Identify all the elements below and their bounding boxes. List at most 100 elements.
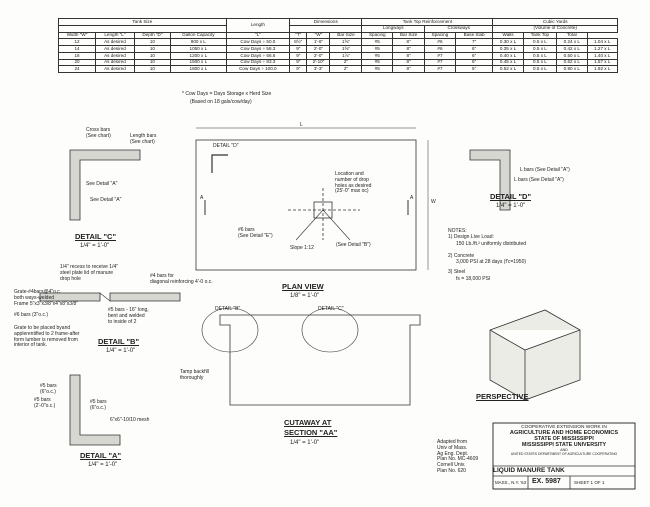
table-cell: #6 [424,45,456,53]
table-cell: 6" [454,58,494,67]
table-cell: 9" [289,65,308,74]
table-cell: 6" [454,45,494,53]
table-header: Spacing [424,31,456,40]
table-cell: #5 [361,58,394,67]
table-cell: 1⅝" [329,45,363,53]
detail-a-backfill: Tamp backfill thoroughly [180,369,209,381]
table-cell: 0.52 x L [492,65,524,74]
table-group-tank-size: Tank Size [58,18,227,26]
table-cell: #6 [424,38,456,47]
table-header: Tank Top [522,31,558,40]
plan-tank-outline [195,139,417,271]
table-cell: 0.5 x L [522,65,558,74]
table-cell: 1'-6" [306,38,331,47]
table-cell: As desired [95,51,135,60]
tank-size-table: Tank Size Length Dimensions Tank Top Rei… [57,18,618,74]
table-cell: 0.40 x L [492,51,524,60]
table-cell: 0.45 x L [492,58,524,67]
table-cell: 3'-3" [306,65,331,74]
table-cell: 2'-0" [306,51,331,60]
table-cell: Cow Days ÷ 50.0 [225,38,291,47]
detail-d-label-2: L bars (See Detail "A") [514,177,564,183]
table-cell: 0.35 x L [492,45,524,53]
table-header: Depth "D" [133,31,172,40]
table-header: Bar Size [392,31,426,40]
detail-b-scale: 1/4" = 1'-0" [106,348,136,354]
table-cell: 1200 x L [170,51,227,60]
table-cell: 20 [57,58,97,67]
detail-c-label-a1: See Detail "A" [86,181,118,187]
detail-a-scale: 1/4" = 1'-0" [88,462,118,468]
table-cell: 9" [289,58,308,67]
detail-a-title: DETAIL "A" [80,451,122,460]
note-cow-days: * Cow Days = Days Storage x Herd Size [182,91,272,97]
detail-c-labels-2: Length bars (See chart) [130,133,157,145]
table-header: "T" [289,31,308,40]
table-cell: 24 [57,65,97,74]
plan-dim-l: L [300,122,303,128]
table-cell: 0.24 x L [556,38,588,47]
table-cell: 1.04 x L [586,38,618,47]
table-cell: 7" [454,38,494,47]
cutaway-detail-c-ref: DETAIL "C" [318,306,344,312]
detail-a-bars-2: #5 bars (2'-0"o.c.) [34,397,56,409]
detail-c-title: DETAIL "C" [75,232,117,241]
plan-dim-w: W [431,199,436,205]
detail-d-label-1: L bars (See Detail "A") [520,167,570,173]
table-cell: 1500 x L [170,58,227,67]
table-cell: #7 [424,65,456,74]
detail-d-section [469,149,511,211]
table-cell: 2'-10" [306,58,331,67]
plan-view-scale: 1/8" = 1'-0" [290,293,320,299]
detail-d-title: DETAIL "D" [490,192,532,201]
table-cell: 0.5 x L [522,58,558,67]
title-block-sheet: SHEET 1 OF 1 [574,480,605,485]
detail-b-frame-note: Frame 5"x3"x3/8"x4"x8"x3/8" [14,301,79,307]
table-cell: 2'-0" [306,45,331,53]
title-block-revised: MASS., N.Y. '63 [495,480,527,485]
table-group-reinforcement: Tank Top Reinforcement [361,18,494,26]
title-block-frame [492,422,636,490]
table-cell: 14 [57,45,97,53]
table-cell: As desired [95,38,135,47]
table-cell: #5 [361,65,394,74]
detail-b-bars-note: #6 bars (3"o.c.) [14,312,49,318]
table-cell: 1050 x L [170,45,227,53]
plan-bars-label: #6 bars (See Detail "E") [238,227,273,239]
table-cell: 8" [392,65,426,74]
perspective-tank [489,309,581,401]
table-header: Gallon Capacity [170,31,227,40]
detail-c-label-a2: See Detail "A" [90,197,122,203]
table-header: Spacing [361,31,394,40]
plan-hole-note: Location and number of drop holes as des… [335,171,372,195]
table-cell: 8" [392,45,426,53]
detail-c-labels-1: Cross bars (See chart) [86,127,111,139]
table-cell: 8" [392,38,426,47]
detail-b-recess-note: 1/4" recess to receive 1/4" steel plate … [60,264,119,282]
detail-c-scale: 1/4" = 1'-0" [80,243,110,249]
table-cell: 1.57 x L [586,58,618,67]
table-cell: 0.5 x L [522,51,558,60]
table-cell: Cow Days ÷ 66.6 [225,51,291,60]
plan-slope-label: Slope 1:12 [290,245,314,251]
table-cell: 8" [392,51,426,60]
table-cell: Cow Days ÷ 58.3 [225,45,291,53]
table-cell: As desired [95,65,135,74]
perspective-title: PERSPECTIVE [476,392,529,401]
cutaway-detail-b-ref: DETAIL "B" [215,306,241,312]
drawing-title: LIQUID MANURE TANK [493,467,565,474]
table-cell: 0.5 x L [522,38,558,47]
cutaway-scale: 1/4" = 1'-0" [290,440,320,446]
notes-heading: NOTES: [448,228,467,234]
detail-b-diagonal-note: #4 bars for diagonal reinforcing 4'-0 o.… [150,273,213,285]
table-group-dimensions: Dimensions [289,18,363,26]
table-cell: 10 [133,51,172,60]
table-cell: 0.90 x L [556,65,588,74]
table-cell: 900 x L [170,38,227,47]
detail-a-bars-1: #5 bars (6"o.c.) [40,383,57,395]
table-cell: 6" [454,51,494,60]
